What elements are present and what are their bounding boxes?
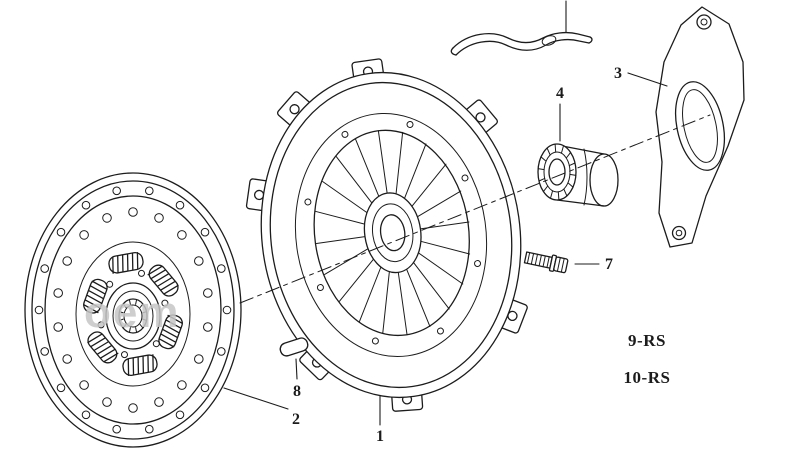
callout-3: 3 <box>614 65 622 82</box>
variant-label-10rs: 10-RS <box>624 368 671 387</box>
disc-rivet-holes <box>34 186 232 434</box>
pressure-plate <box>245 57 529 413</box>
release-bearing <box>537 143 619 207</box>
leader-line-8 <box>295 358 298 380</box>
leader-line-2 <box>223 387 289 410</box>
diaphragm-fingers <box>315 130 471 336</box>
release-lever <box>655 6 745 248</box>
retaining-clip <box>450 31 593 56</box>
callout-7: 7 <box>605 256 613 273</box>
bearing-face-hatch <box>537 143 577 201</box>
callout-8: 8 <box>293 383 301 400</box>
clutch-disc <box>24 172 242 448</box>
callout-4: 4 <box>556 85 564 102</box>
dowel-pin <box>279 337 309 357</box>
diaphragm-rivets <box>304 120 482 345</box>
hub-rivets <box>97 269 169 359</box>
hub-spline <box>119 299 147 333</box>
callout-1: 1 <box>376 428 384 445</box>
leader-line-3 <box>627 72 668 87</box>
callout-labels: 1 2 3 4 7 8 9-RS 10-RS <box>292 65 670 445</box>
variant-label-9rs: 9-RS <box>628 331 666 350</box>
axis-centerline <box>239 114 711 304</box>
set-bolt <box>523 251 569 274</box>
callout-2: 2 <box>292 411 300 428</box>
